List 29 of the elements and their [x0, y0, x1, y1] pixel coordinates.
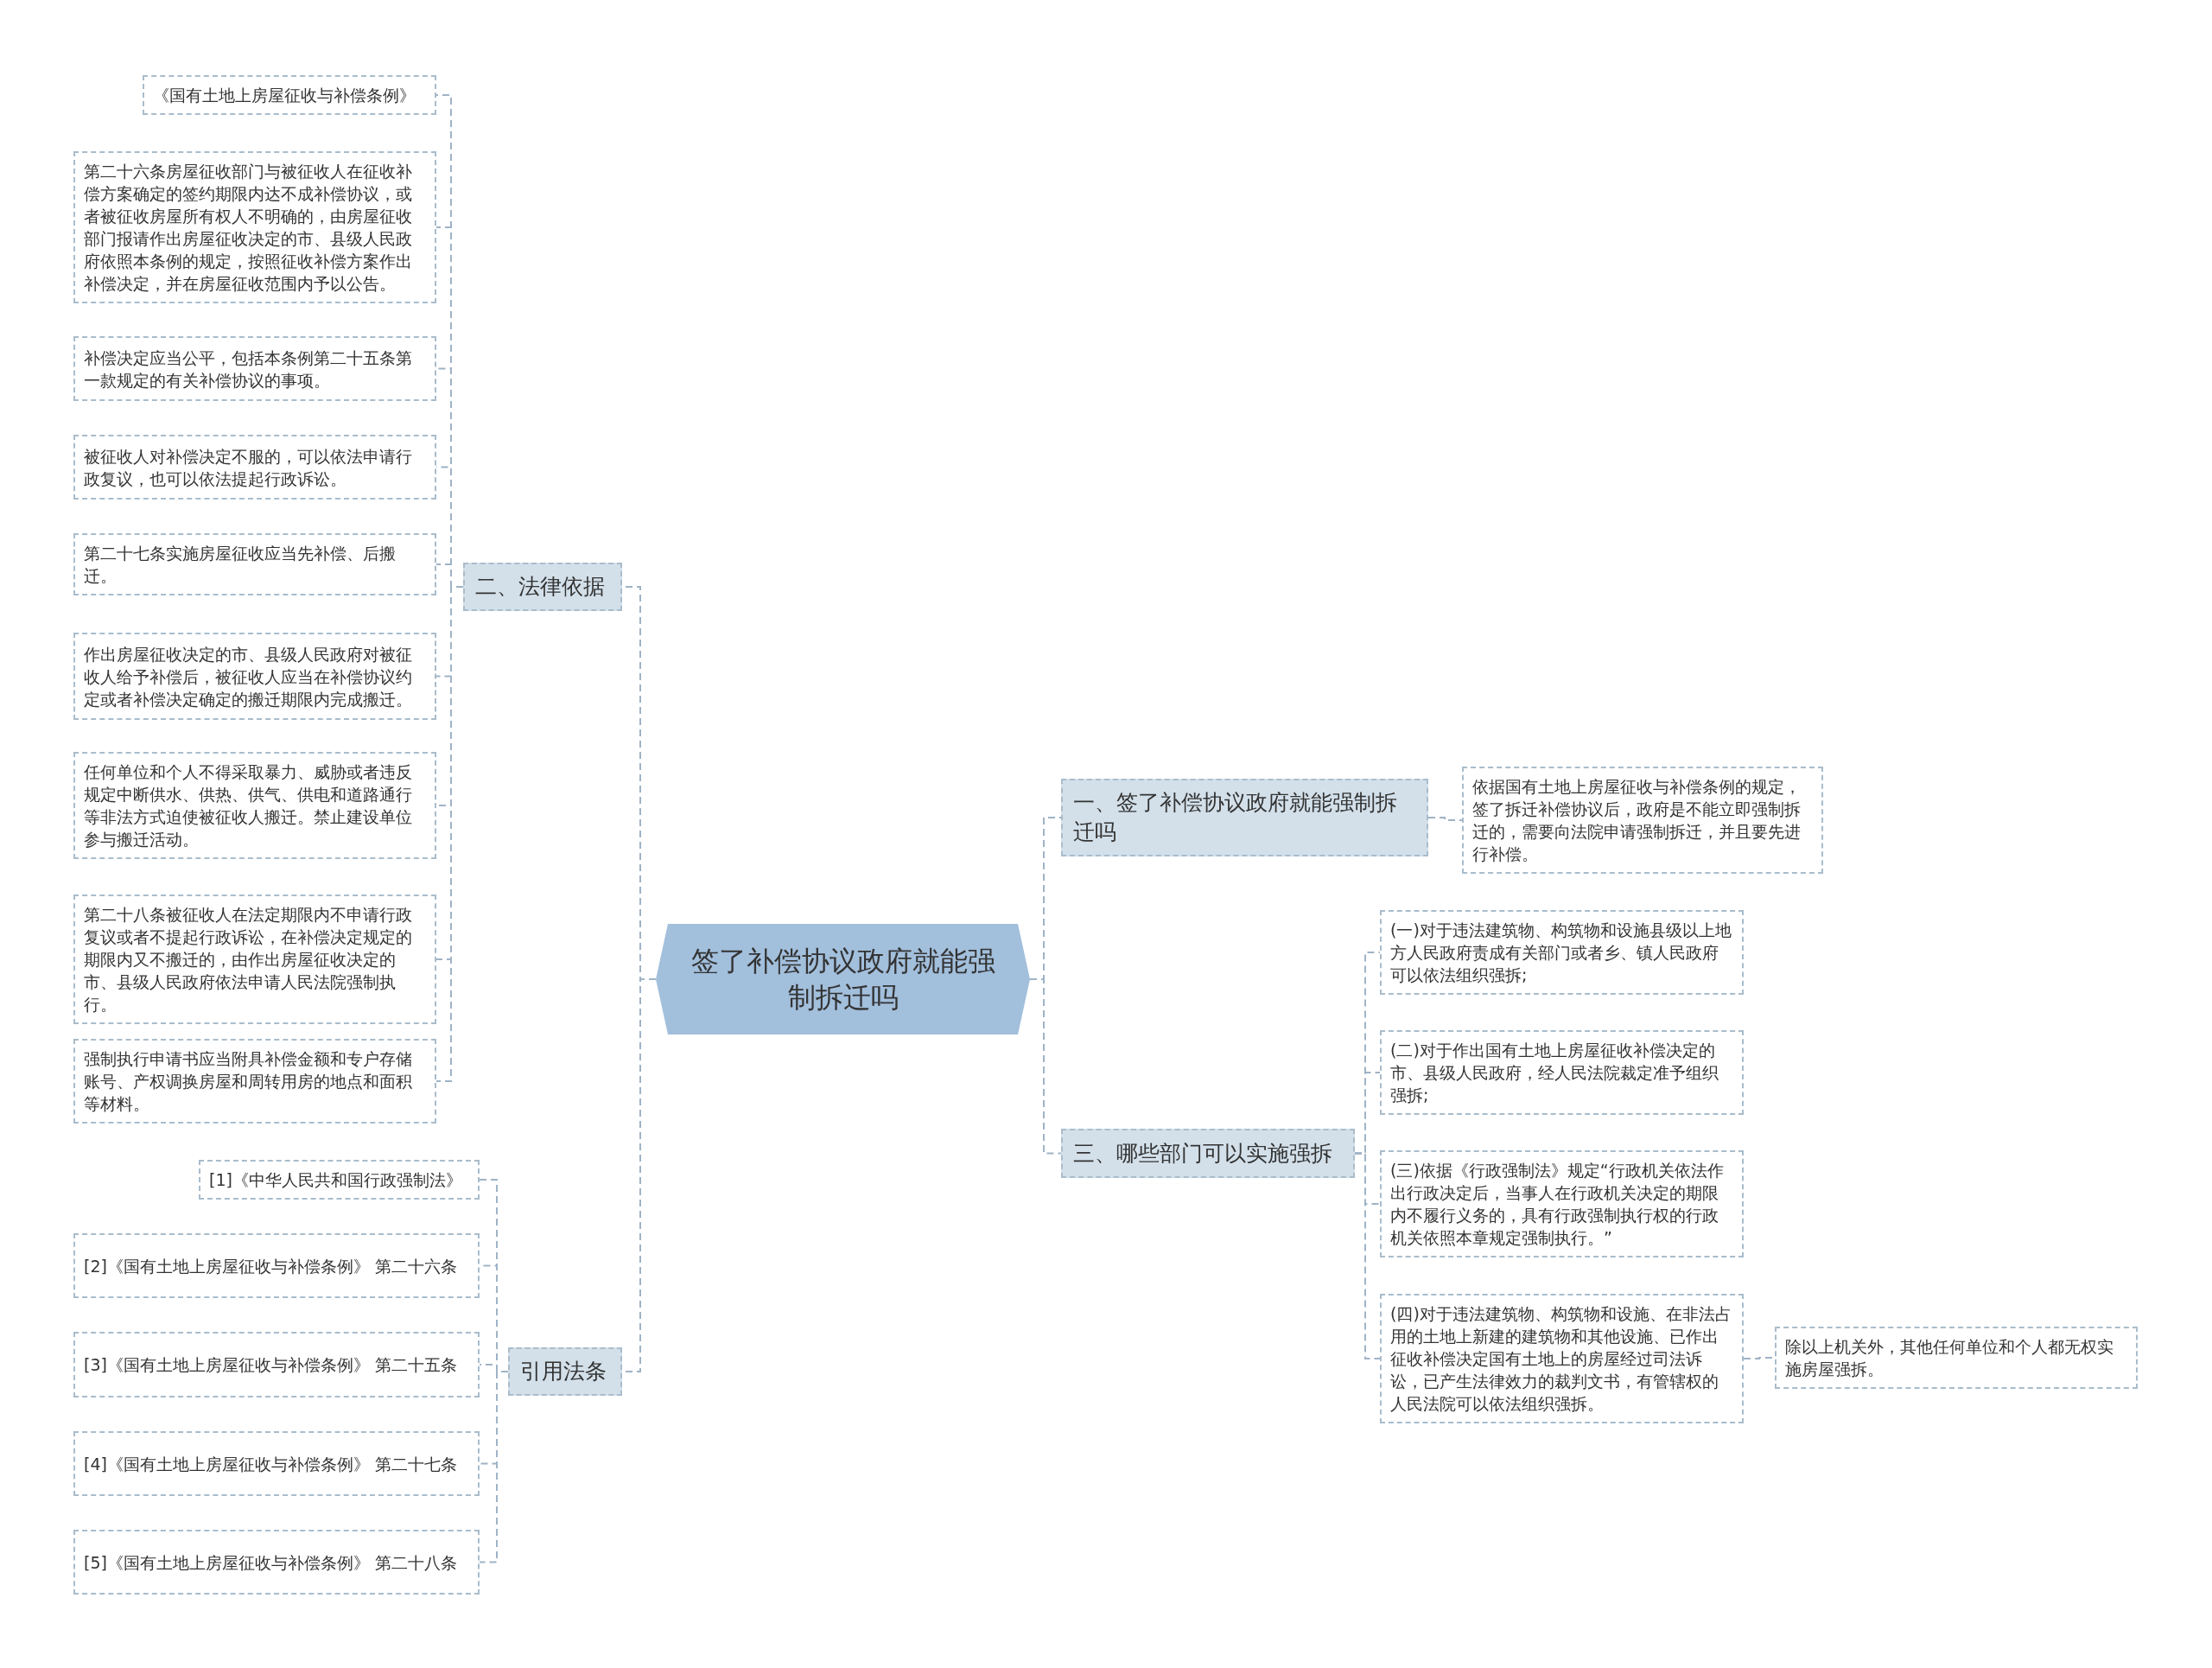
branch-topic: 三、哪些部门可以实施强拆: [1061, 1129, 1355, 1178]
topic-box: (四)对于违法建筑物、构筑物和设施、在非法占用的土地上新建的建筑物和其他设施、已作出征收补偿决定国有土地上的房屋经过司法诉讼，已产生法律效力的裁判文书，有管辖权的人民法院可以依法组织强拆。: [1380, 1294, 1744, 1423]
topic-box: [5]《国有土地上房屋征收与补偿条例》 第二十八条: [73, 1530, 480, 1595]
topic-box: 《国有土地上房屋征收与补偿条例》: [143, 75, 436, 115]
branch-topic: 引用法条: [508, 1347, 622, 1396]
branch-topic: 二、法律依据: [463, 563, 622, 611]
connector-line: [479, 1371, 509, 1563]
topic-box: 第二十七条实施房屋征收应当先补偿、后搬迁。: [73, 533, 436, 595]
connector-line: [1427, 817, 1463, 821]
topic-box: 除以上机关外，其他任何单位和个人都无权实施房屋强拆。: [1775, 1327, 2138, 1389]
branch-topic: 一、签了补偿协议政府就能强制拆迁吗: [1061, 779, 1428, 856]
topic-box: (一)对于违法建筑物、构筑物和设施县级以上地方人民政府责成有关部门或者乡、镇人民政府可以依法组织强拆;: [1380, 910, 1744, 995]
topic-box: 第二十八条被征收人在法定期限内不申请行政复议或者不提起行政诉讼，在补偿决定规定的期限内又不搬迁的，由作出房屋征收决定的市、县级人民政府依法申请人民法院强制执行。: [73, 894, 436, 1024]
topic-box: 作出房屋征收决定的市、县级人民政府对被征收人给予补偿后，被征收人应当在补偿协议约定或者补偿决定确定的搬迁期限内完成搬迁。: [73, 633, 436, 720]
topic-box: (三)依据《行政强制法》规定“行政机关依法作出行政决定后，当事人在行政机关决定的期限内不履行义务的，具有行政强制执行权的行政机关依照本章规定强制执行。”: [1380, 1150, 1744, 1257]
topic-box: [3]《国有土地上房屋征收与补偿条例》 第二十五条: [73, 1332, 480, 1397]
topic-box: 被征收人对补偿决定不服的，可以依法申请行政复议，也可以依法提起行政诉讼。: [73, 435, 436, 500]
topic-box: [2]《国有土地上房屋征收与补偿条例》 第二十六条: [73, 1233, 480, 1298]
connector-line: [1354, 1152, 1381, 1359]
topic-box: (二)对于作出国有土地上房屋征收补偿决定的市、县级人民政府，经人民法院裁定准予组织强拆;: [1380, 1030, 1744, 1115]
connector-line: [1029, 978, 1062, 1155]
topic-box: 依据国有土地上房屋征收与补偿条例的规定，签了拆迁补偿协议后，政府是不能立即强制拆迁的，需要向法院申请强制拆迁，并且要先进行补偿。: [1462, 767, 1823, 874]
central-topic: 签了补偿协议政府就能强制拆迁吗: [656, 924, 1030, 1035]
topic-box: 第二十六条房屋征收部门与被征收人在征收补偿方案确定的签约期限内达不成补偿协议，或者被征收房屋所有权人不明确的，由房屋征收部门报请作出房屋征收决定的市、县级人民政府依照本条例的规定，按照征收补偿方案作出补偿决定，并在房屋征收范围内予以公告。: [73, 151, 436, 303]
topic-box: [1]《中华人民共和国行政强制法》: [199, 1160, 480, 1200]
topic-box: 强制执行申请书应当附具补偿金额和专户存储账号、产权调换房屋和周转用房的地点和面积等材料。: [73, 1039, 436, 1124]
topic-box: 补偿决定应当公平，包括本条例第二十五条第一款规定的有关补偿协议的事项。: [73, 336, 436, 401]
topic-box: [4]《国有土地上房屋征收与补偿条例》 第二十七条: [73, 1431, 480, 1496]
topic-box: 任何单位和个人不得采取暴力、威胁或者违反规定中断供水、供热、供气、供电和道路通行等非法方式迫使被征收人搬迁。禁止建设单位参与搬迁活动。: [73, 752, 436, 859]
